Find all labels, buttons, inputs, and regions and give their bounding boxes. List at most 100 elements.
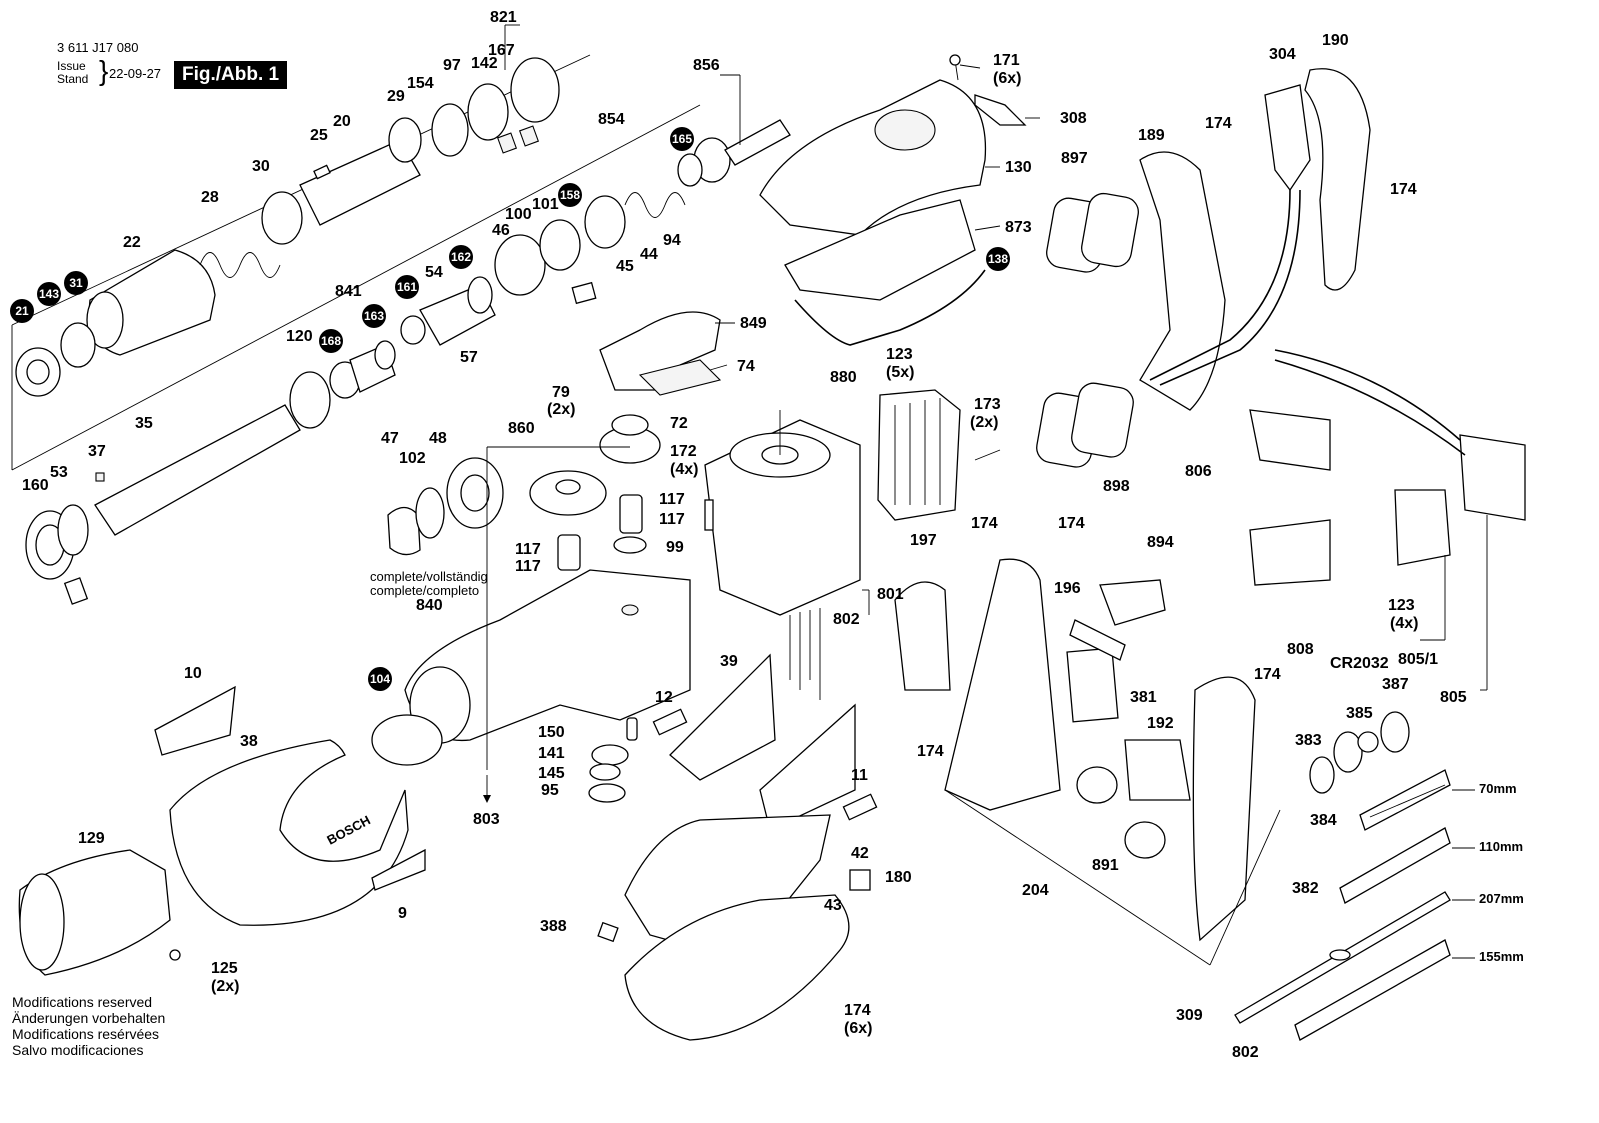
label-79: 79 — [552, 384, 570, 401]
part-808-housing-right — [1192, 676, 1256, 942]
svg-text:168: 168 — [321, 334, 341, 348]
length-207mm: 207mm — [1479, 891, 1524, 906]
label-20: 20 — [333, 113, 351, 130]
gearbox-housing — [371, 569, 691, 766]
label-28: 28 — [201, 189, 219, 206]
part-161-ring — [400, 315, 426, 345]
side-housings — [894, 558, 1410, 942]
part-806-bracket — [1249, 409, 1331, 471]
svg-text:31: 31 — [69, 276, 83, 290]
label-197: 197 — [910, 532, 937, 549]
part-383-cap — [1309, 756, 1335, 794]
badge-21: 21 — [10, 299, 34, 323]
part-20-sleeve — [299, 139, 421, 226]
part-304-switch — [1264, 84, 1311, 192]
label-304: 304 — [1269, 46, 1296, 63]
part-805-terminal — [1459, 434, 1526, 521]
badge-143: 143 — [37, 282, 61, 306]
label-173-qty: (2x) — [970, 414, 998, 431]
part-9-label — [371, 848, 426, 891]
label-381: 381 — [1130, 689, 1157, 706]
part-384-cable — [1359, 769, 1451, 831]
part-95-ring — [588, 783, 626, 803]
svg-text:163: 163 — [364, 309, 384, 323]
part-173-screw — [974, 449, 1001, 461]
part-53-ring — [57, 504, 89, 556]
label-849: 849 — [740, 315, 767, 332]
label-72: 72 — [670, 415, 688, 432]
label-190: 190 — [1322, 32, 1349, 49]
label-79-qty: (2x) — [547, 401, 575, 418]
part-171-screw — [949, 54, 961, 66]
part-873-frame — [784, 199, 976, 301]
label-46: 46 — [492, 222, 510, 239]
label-383: 383 — [1295, 732, 1322, 749]
label-840: 840 — [416, 597, 443, 614]
label-11: 11 — [851, 767, 868, 784]
label-22: 22 — [123, 234, 141, 251]
label-125-qty: (2x) — [211, 978, 239, 995]
label-117-c: 117 — [515, 541, 541, 558]
part-189-handle — [1139, 151, 1226, 411]
document-number: 3 611 J17 080 — [57, 40, 139, 55]
shaft-assembly — [25, 371, 331, 605]
part-802-cable — [1294, 939, 1451, 1041]
part-cr2032-battery — [1357, 731, 1379, 753]
label-44: 44 — [640, 246, 658, 263]
reference-badges: 21 143 31 161 162 158 165 168 163 138 10… — [10, 127, 1010, 691]
issue-date: 22-09-27 — [109, 66, 162, 81]
label-117-d: 117 — [515, 558, 541, 575]
label-cr2032: CR2032 — [1330, 655, 1389, 672]
label-37: 37 — [88, 443, 106, 460]
badge-158: 158 — [558, 183, 582, 207]
handle-assembly — [1036, 68, 1526, 586]
electronics-module — [877, 389, 1001, 521]
part-385-holder — [1333, 731, 1363, 773]
lower-housings — [18, 653, 878, 1041]
spindle-parts — [329, 119, 791, 399]
gear-assembly — [387, 311, 722, 571]
label-308: 308 — [1060, 110, 1087, 127]
label-384: 384 — [1310, 812, 1337, 829]
label-171-qty: (6x) — [993, 70, 1021, 87]
part-46-housing — [494, 234, 546, 296]
issue-brace: } — [99, 55, 109, 86]
part-180-label — [849, 869, 871, 891]
part-117-bearing — [619, 494, 643, 534]
part-11-label — [842, 793, 878, 821]
housing-brand: BOSCH — [324, 812, 372, 847]
label-141: 141 — [538, 745, 565, 762]
label-821: 821 — [490, 9, 517, 26]
label-172-qty: (4x) — [670, 461, 698, 478]
label-129: 129 — [78, 830, 105, 847]
svg-text:104: 104 — [370, 672, 390, 686]
badge-163: 163 — [362, 304, 386, 328]
label-808: 808 — [1287, 641, 1314, 658]
label-204: 204 — [1022, 882, 1049, 899]
part-308-plate — [974, 94, 1027, 126]
label-802-a: 802 — [833, 611, 860, 628]
label-806: 806 — [1185, 463, 1212, 480]
part-43-base — [624, 894, 850, 1041]
label-35: 35 — [135, 415, 153, 432]
stand-label: Stand — [57, 72, 89, 86]
badge-104: 104 — [368, 667, 392, 691]
label-180: 180 — [885, 869, 912, 886]
badge-165: 165 — [670, 127, 694, 151]
part-150-pin — [626, 717, 638, 741]
part-172-screw — [704, 499, 714, 531]
label-117-a: 117 — [659, 491, 685, 508]
label-387: 387 — [1382, 676, 1409, 693]
label-57: 57 — [460, 349, 478, 366]
label-38: 38 — [240, 733, 258, 750]
svg-text:21: 21 — [15, 304, 29, 318]
badge-168: 168 — [319, 329, 343, 353]
part-894-switch — [1099, 579, 1166, 626]
part-204-housing-left — [944, 558, 1061, 811]
svg-text:161: 161 — [397, 280, 417, 294]
part-192-module — [1124, 739, 1191, 801]
label-196: 196 — [1054, 580, 1081, 597]
label-12: 12 — [655, 689, 673, 706]
label-167: 167 — [488, 42, 515, 59]
